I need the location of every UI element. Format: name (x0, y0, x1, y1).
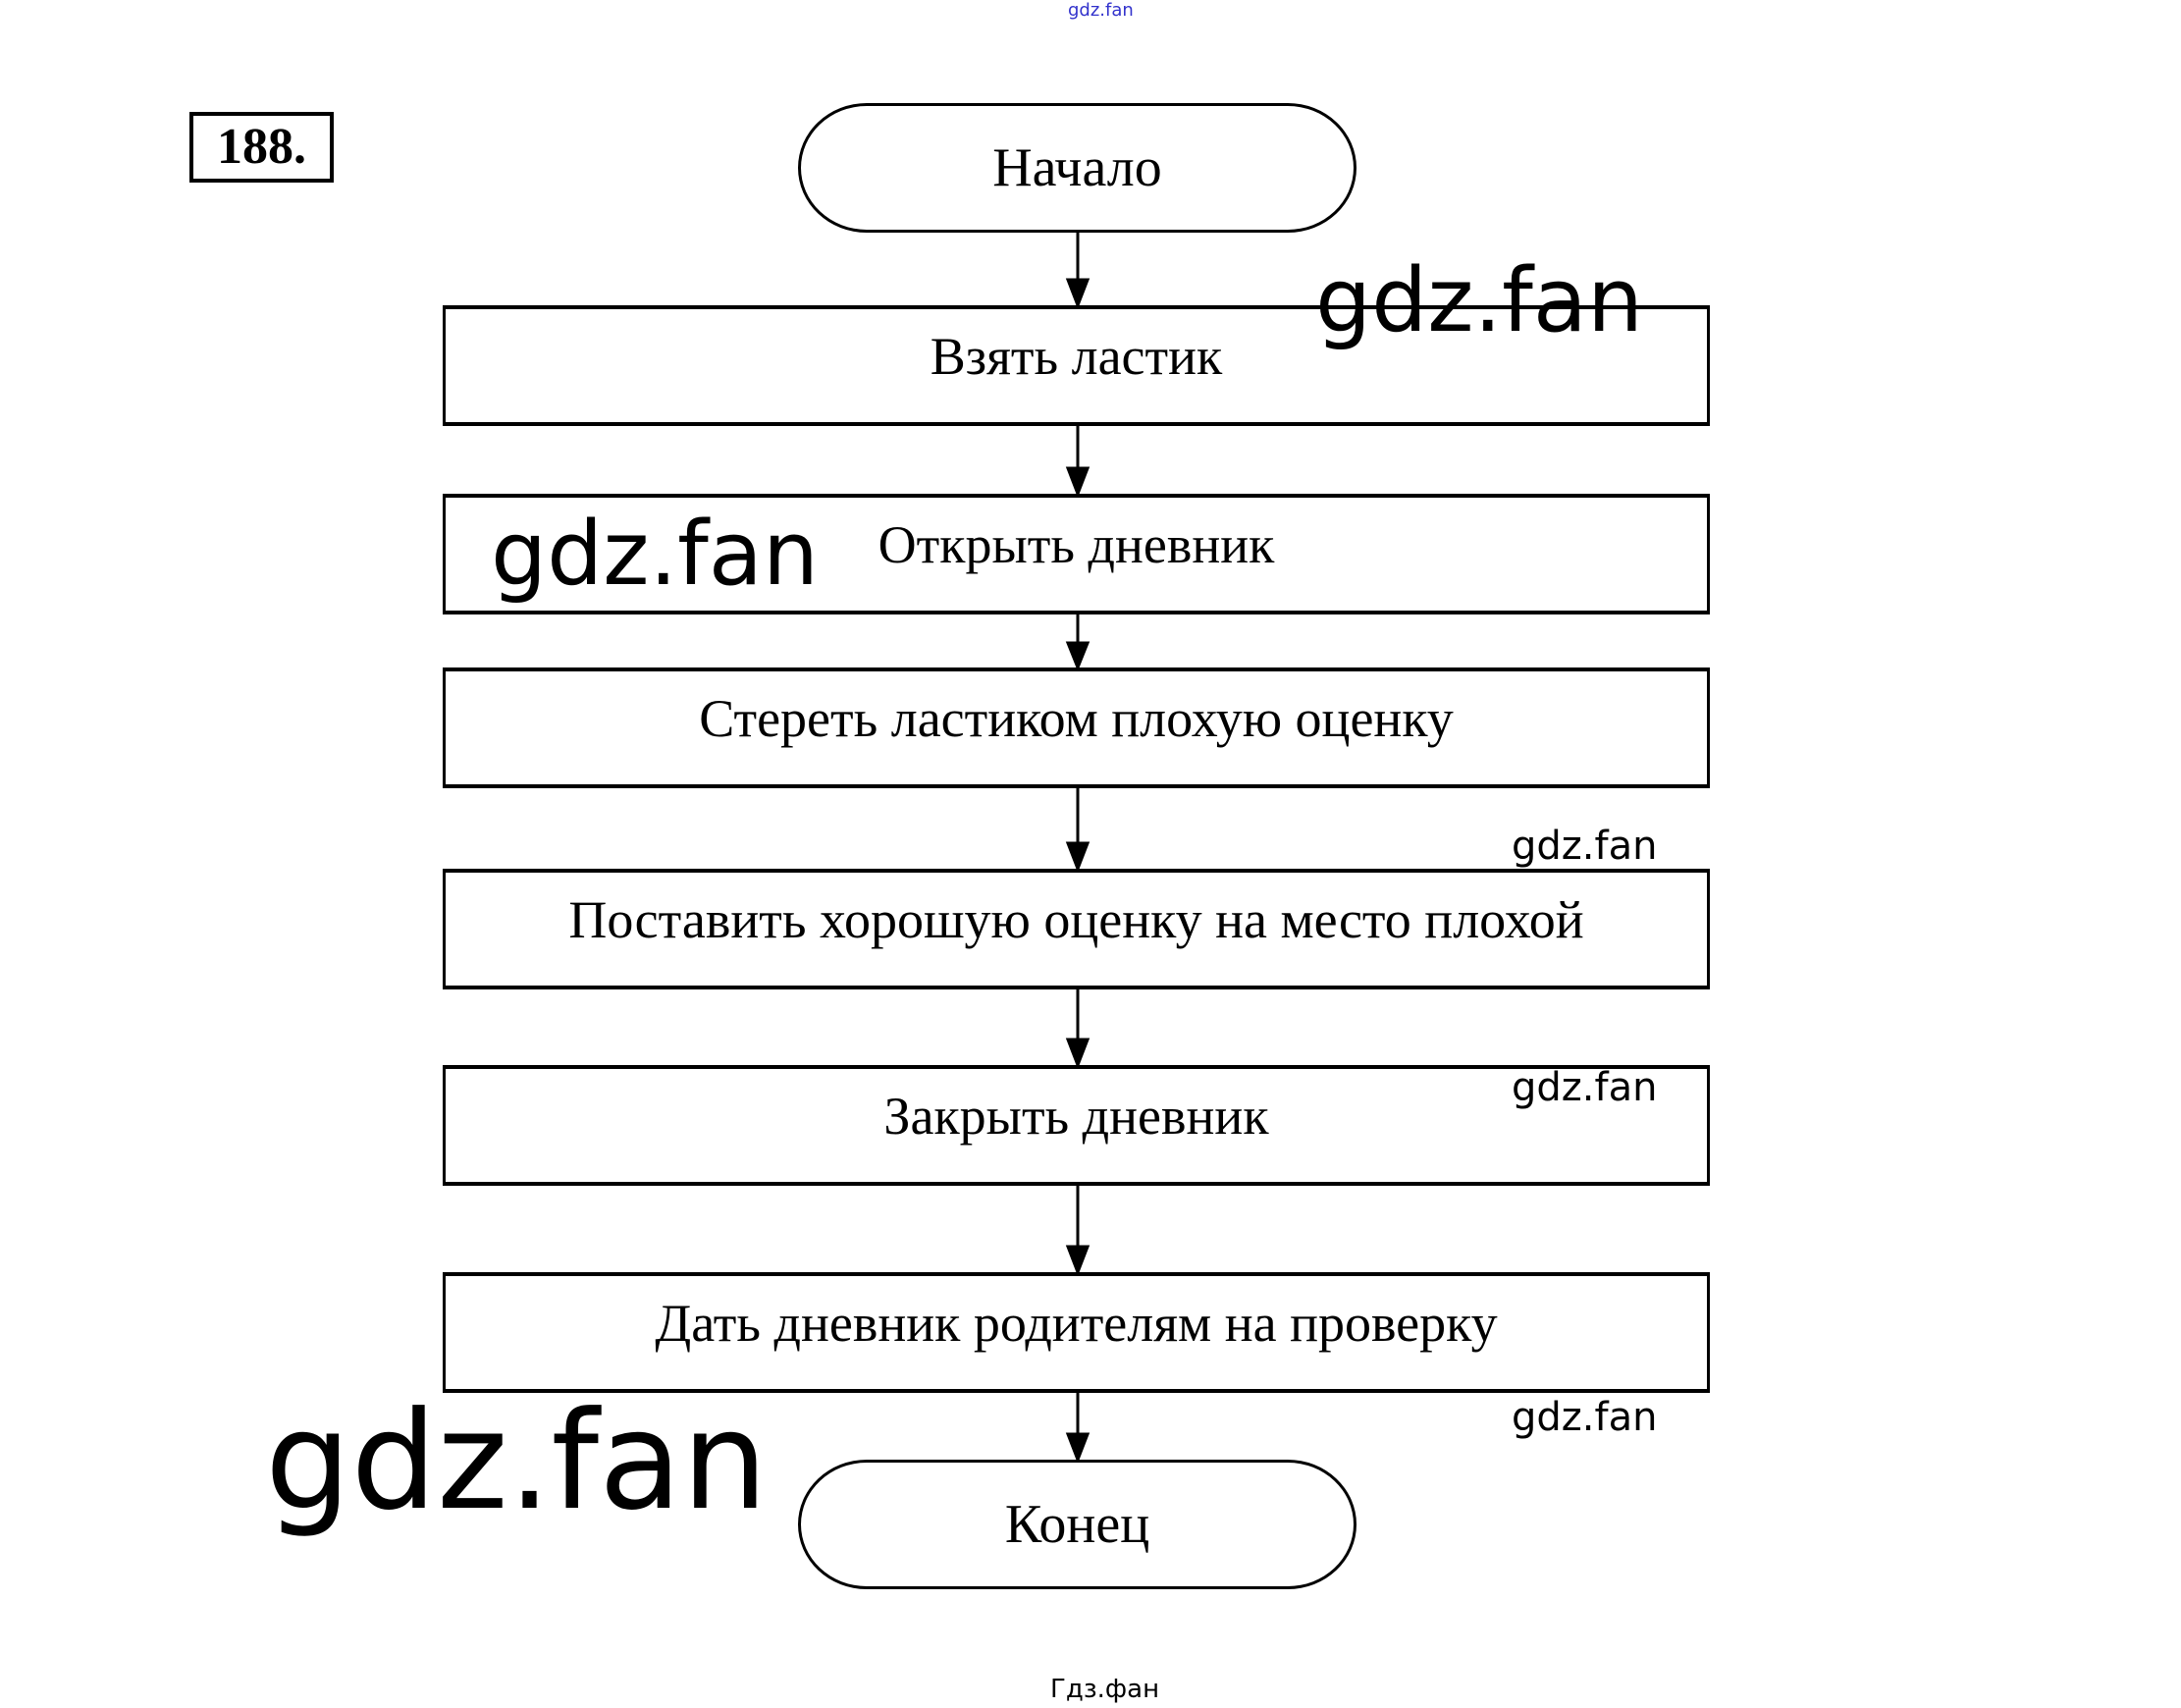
arrowhead-icon (1065, 1432, 1090, 1465)
top-watermark: gdz.fan (1068, 0, 1134, 21)
step-2: Открыть дневник (443, 494, 1710, 614)
watermark-huge: gdz.fan (265, 1382, 769, 1540)
start-label: Начало (992, 137, 1162, 198)
step-4: Поставить хорошую оценку на место плохой (443, 869, 1710, 989)
arrowhead-icon (1065, 641, 1090, 672)
step-label: Стереть ластиком плохую оценку (699, 688, 1454, 748)
arrowhead-icon (1065, 1038, 1090, 1070)
arrowhead-icon (1065, 278, 1090, 310)
step-label: Дать дневник родителям на проверку (655, 1293, 1498, 1353)
watermark-small: gdz.fan (1512, 824, 1658, 869)
arrowhead-icon (1065, 841, 1090, 874)
watermark-large: gdz.fan (491, 503, 819, 606)
step-3: Стереть ластиком плохую оценку (443, 667, 1710, 788)
bottom-watermark: Гдз.фан (1050, 1675, 1160, 1704)
step-5: Закрыть дневник (443, 1065, 1710, 1186)
step-label: Открыть дневник (878, 514, 1275, 574)
watermark-small: gdz.fan (1512, 1065, 1658, 1110)
start-terminal: Начало (798, 103, 1356, 233)
arrowhead-icon (1065, 1245, 1090, 1277)
end-terminal: Конец (798, 1460, 1356, 1589)
watermark-large: gdz.fan (1315, 249, 1643, 352)
step-label: Взять ластик (930, 326, 1223, 386)
arrowhead-icon (1065, 466, 1090, 499)
step-1: Взять ластик (443, 305, 1710, 426)
step-6: Дать дневник родителям на проверку (443, 1272, 1710, 1393)
step-label: Поставить хорошую оценку на место плохой (568, 889, 1584, 949)
end-label: Конец (1004, 1494, 1150, 1555)
watermark-small: gdz.fan (1512, 1395, 1658, 1440)
step-label: Закрыть дневник (883, 1086, 1269, 1146)
task-number: 188. (189, 112, 334, 183)
